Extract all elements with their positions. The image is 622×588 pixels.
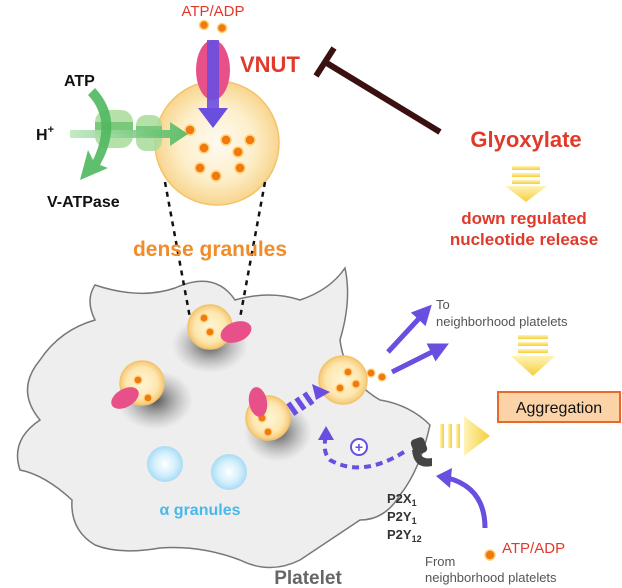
neighbor-signal-arrow (511, 335, 555, 376)
atp-adp-top-nucleotide-1 (198, 19, 210, 31)
p2y12-label: P2Y12 (387, 527, 422, 544)
atp-adp-top-label: ATP/ADP (181, 3, 244, 20)
v-atpase-label: V-ATPase (47, 194, 120, 211)
atp-adp-top-nucleotide-2 (216, 22, 228, 34)
zoom-line-left (163, 181, 192, 319)
vnut-on-granule-3 (248, 387, 268, 417)
glyoxylate-inhibition-line (323, 59, 442, 135)
platelet-body (16, 266, 431, 569)
atp-adp-bottom-label: ATP/ADP (502, 540, 565, 557)
vnut-label: VNUT (240, 52, 300, 77)
plus-symbol: + (355, 439, 363, 455)
atp-adp-bottom-nucleotide (484, 549, 496, 561)
vnut-flow-arrow-head (198, 108, 228, 128)
down-regulated-line2: nucleotide release (450, 230, 598, 249)
p2x1-label: P2X1 (387, 491, 417, 508)
alpha-granules-label: α granules (160, 502, 241, 519)
dense-granules-label: dense granules (133, 238, 287, 261)
granule-transport-arrow (286, 384, 330, 416)
release-arrow-right (390, 343, 449, 375)
atp-hydrolysis-arrow (80, 88, 112, 180)
aggregation-label: Aggregation (516, 400, 602, 417)
glyoxylate-inhibition-bar (313, 46, 337, 78)
h-plus-label: H+ (36, 124, 54, 144)
positive-feedback-arrow (322, 435, 406, 470)
p2y1-label: P2Y1 (387, 509, 417, 526)
p2-receptor (410, 437, 432, 467)
down-regulated-line1: down regulated (461, 209, 587, 228)
vnut-on-granule-2 (111, 387, 139, 409)
aggregation-signal-arrow (440, 416, 490, 456)
enlarged-granule-nucleotides (184, 124, 256, 182)
from-neighbors-line1: From (425, 554, 455, 569)
released-nucleotide-2 (377, 372, 387, 382)
alpha-granule-2 (211, 454, 247, 490)
release-arrow-up (386, 304, 432, 354)
vnut-on-granule-1 (220, 321, 252, 343)
glyoxylate-label: Glyoxylate (470, 127, 581, 152)
released-nucleotide-1 (366, 368, 376, 378)
platelet-label: Platelet (274, 568, 342, 588)
from-neighbors-line2: neighborhood platelets (425, 570, 557, 585)
aggregation-box (497, 391, 621, 423)
to-neighbors-line2: neighborhood platelets (436, 314, 568, 329)
fused-dense-granule (318, 355, 368, 405)
zoom-line-right (238, 181, 267, 319)
to-neighbors-line1: To (436, 297, 450, 312)
glyoxylate-effect-arrow (505, 166, 547, 202)
positive-feedback-plus-badge (350, 438, 368, 456)
h-plus-transport-arrow (70, 122, 188, 146)
vnut-flow-arrow-shaft (207, 40, 219, 110)
atp-label: ATP (64, 73, 95, 90)
alpha-granule-1 (147, 446, 183, 482)
incoming-nucleotide-arrow (447, 475, 488, 529)
